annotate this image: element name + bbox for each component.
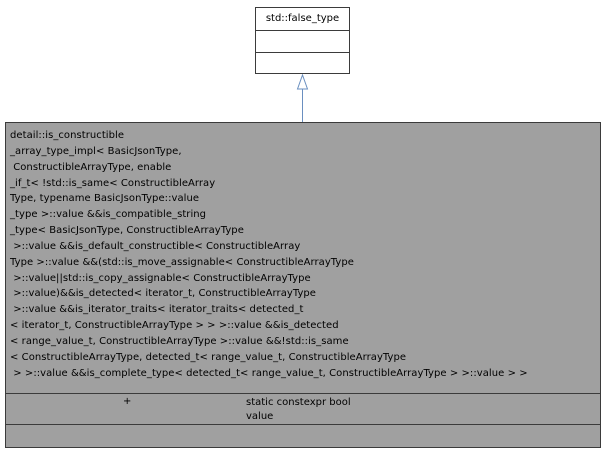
class-name-line: >::value||std::is_copy_assignable< Const… xyxy=(10,272,311,284)
attribute-visibility: + xyxy=(123,396,132,407)
class-name-line: _array_type_impl< BasicJsonType, xyxy=(10,145,182,157)
inheritance-arrowhead xyxy=(296,73,309,90)
class-name-line: < iterator_t, ConstructibleArrayType > >… xyxy=(10,320,339,332)
attribute-name: value xyxy=(246,411,274,422)
attribute-type: static constexpr bool xyxy=(246,397,351,408)
parent-class-name: std::false_type xyxy=(256,8,349,31)
child-class-methods xyxy=(6,425,600,447)
class-name-line: > >::value &&is_complete_type< detected_… xyxy=(10,367,528,379)
class-name-line: >::value)&&is_detected< iterator_t, Cons… xyxy=(10,288,317,300)
class-name-line: ConstructibleArrayType, enable xyxy=(10,161,172,173)
class-name-line: Type >::value &&(std::is_move_assignable… xyxy=(10,256,354,268)
class-name-line: Type, typename BasicJsonType::value xyxy=(10,193,200,205)
class-name-line: _type< BasicJsonType, ConstructibleArray… xyxy=(10,225,244,237)
child-class-attributes: + static constexpr bool value xyxy=(6,394,600,425)
class-name-line: >::value &&is_default_constructible< Con… xyxy=(10,240,301,252)
class-name-line: _type >::value &&is_compatible_string xyxy=(10,209,207,221)
class-name-line: _if_t< !std::is_same< ConstructibleArray xyxy=(10,177,216,189)
child-class-name: detail::is_constructible _array_type_imp… xyxy=(6,123,600,394)
parent-class-methods xyxy=(256,53,349,74)
parent-class-attributes xyxy=(256,31,349,53)
class-name-line: >::value &&is_iterator_traits< iterator_… xyxy=(10,304,304,316)
parent-class-box[interactable]: std::false_type xyxy=(255,7,350,74)
child-class-box[interactable]: detail::is_constructible _array_type_imp… xyxy=(5,122,601,448)
class-name-line: < range_value_t, ConstructibleArrayType … xyxy=(10,335,349,347)
attribute-declaration: static constexpr bool value xyxy=(246,396,351,424)
class-name-line: < ConstructibleArrayType, detected_t< ra… xyxy=(10,351,407,363)
class-name-line: detail::is_constructible xyxy=(10,130,125,141)
